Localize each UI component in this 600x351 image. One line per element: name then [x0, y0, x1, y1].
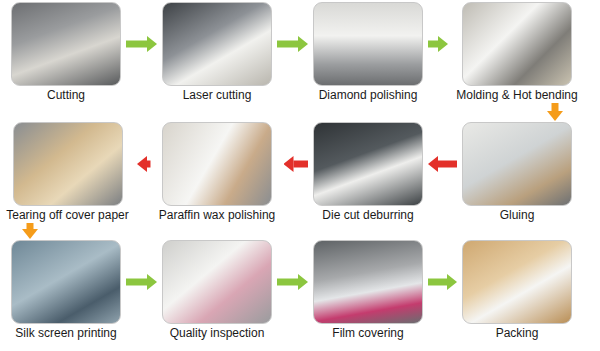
caption-text: Gluing — [500, 208, 535, 222]
caption-text: Quality inspection — [170, 326, 265, 340]
process-step: Die cut deburring — [313, 122, 423, 222]
process-photo — [462, 122, 572, 206]
process-photo — [313, 122, 423, 206]
caption-text: Paraffin wax polishing — [159, 208, 276, 222]
process-step: Paraffin wax polishing — [156, 122, 279, 222]
process-photo — [13, 122, 123, 206]
step-caption: Die cut deburring — [313, 208, 423, 222]
process-step: Packing — [462, 240, 572, 340]
step-caption: Molding & Hot bending — [453, 88, 581, 102]
step-caption: Tearing off cover paper — [3, 208, 132, 222]
caption-text: Cutting — [47, 88, 85, 102]
process-photo — [11, 240, 121, 324]
flow-arrow — [277, 41, 298, 48]
flow-arrow — [277, 279, 298, 286]
process-photo — [462, 240, 572, 324]
caption-text: Tearing off cover paper — [6, 208, 129, 222]
process-photo — [11, 2, 121, 86]
step-caption: Diamond polishing — [313, 88, 423, 102]
process-step: Quality inspection — [162, 240, 272, 340]
caption-text: Laser cutting — [183, 88, 252, 102]
step-caption: Silk screen printing — [11, 326, 121, 340]
process-photo — [462, 2, 572, 86]
process-step: Tearing off cover paper — [3, 122, 132, 222]
step-caption: Packing — [462, 326, 572, 340]
flow-arrow — [428, 41, 438, 48]
flow-arrow — [147, 161, 151, 168]
process-photo — [162, 122, 272, 206]
flow-arrow — [294, 161, 309, 168]
caption-text: Packing — [496, 326, 539, 340]
step-caption: Laser cutting — [162, 88, 272, 102]
process-photo — [313, 2, 423, 86]
flow-arrow — [27, 223, 34, 229]
process-photo — [162, 240, 272, 324]
flow-arrow — [438, 161, 457, 168]
caption-text: Silk screen printing — [15, 326, 116, 340]
flow-arrow — [552, 103, 559, 111]
caption-text: Molding & Hot bending — [456, 88, 577, 102]
process-step: Silk screen printing — [11, 240, 121, 340]
flow-arrow — [126, 279, 147, 286]
process-step: Cutting — [11, 2, 121, 102]
step-caption: Cutting — [11, 88, 121, 102]
process-step: Diamond polishing — [313, 2, 423, 102]
step-caption: Film covering — [313, 326, 423, 340]
step-caption: Gluing — [462, 208, 572, 222]
caption-text: Film covering — [332, 326, 403, 340]
step-caption: Quality inspection — [162, 326, 272, 340]
step-caption: Paraffin wax polishing — [156, 208, 279, 222]
caption-text: Die cut deburring — [322, 208, 413, 222]
process-photo — [162, 2, 272, 86]
flow-arrow — [126, 41, 147, 48]
flow-arrow — [428, 279, 447, 286]
process-step: Film covering — [313, 240, 423, 340]
process-photo — [313, 240, 423, 324]
process-step: Laser cutting — [162, 2, 272, 102]
process-step: Molding & Hot bending — [453, 2, 581, 102]
process-step: Gluing — [462, 122, 572, 222]
caption-text: Diamond polishing — [319, 88, 418, 102]
